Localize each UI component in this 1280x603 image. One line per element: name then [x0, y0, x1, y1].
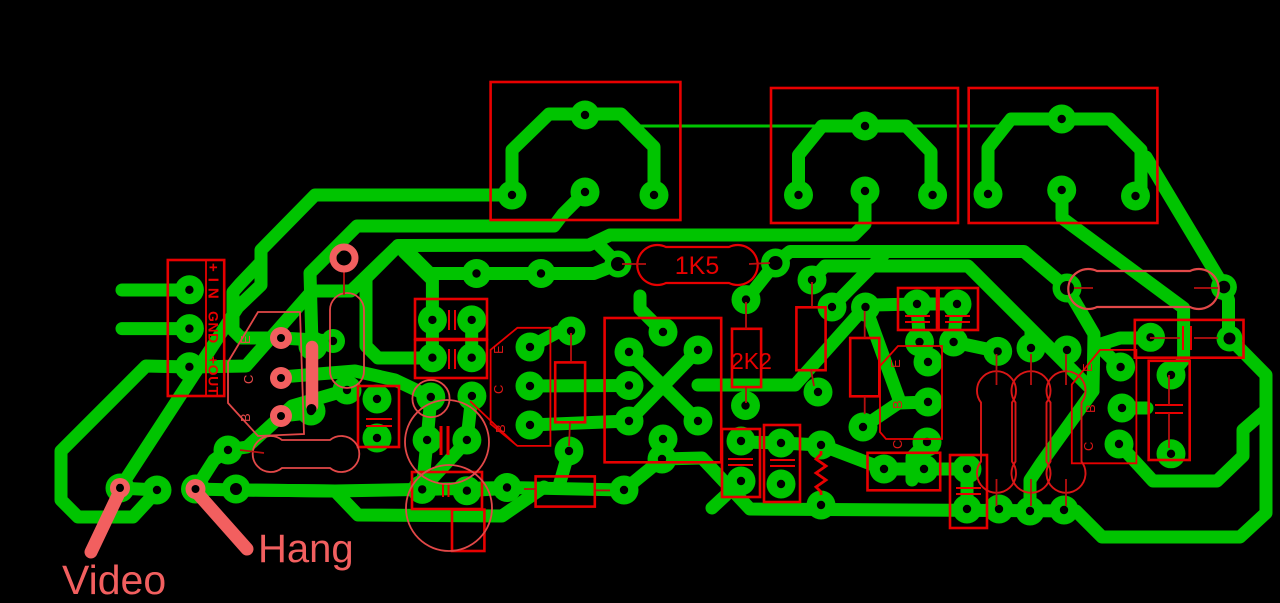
svg-text:C: C — [491, 385, 506, 394]
svg-text:Video: Video — [62, 557, 166, 603]
svg-text:+IN: +IN — [205, 263, 222, 305]
svg-text:B: B — [890, 400, 905, 409]
svg-text:C: C — [241, 375, 256, 384]
svg-text:E: E — [238, 335, 253, 344]
svg-text:E: E — [888, 359, 903, 368]
svg-text:E: E — [491, 345, 506, 354]
svg-text:E: E — [1080, 363, 1095, 372]
svg-text:1K5: 1K5 — [675, 252, 719, 280]
svg-text:B: B — [493, 424, 508, 433]
svg-text:Hang: Hang — [258, 527, 354, 571]
svg-text:C: C — [1081, 442, 1096, 451]
svg-text:GND: GND — [206, 311, 222, 344]
svg-text:B: B — [238, 413, 253, 422]
svg-text:2K2: 2K2 — [731, 348, 772, 374]
svg-text:C: C — [890, 440, 905, 449]
svg-text:B: B — [1083, 404, 1098, 413]
svg-text:+OUT: +OUT — [206, 356, 222, 396]
